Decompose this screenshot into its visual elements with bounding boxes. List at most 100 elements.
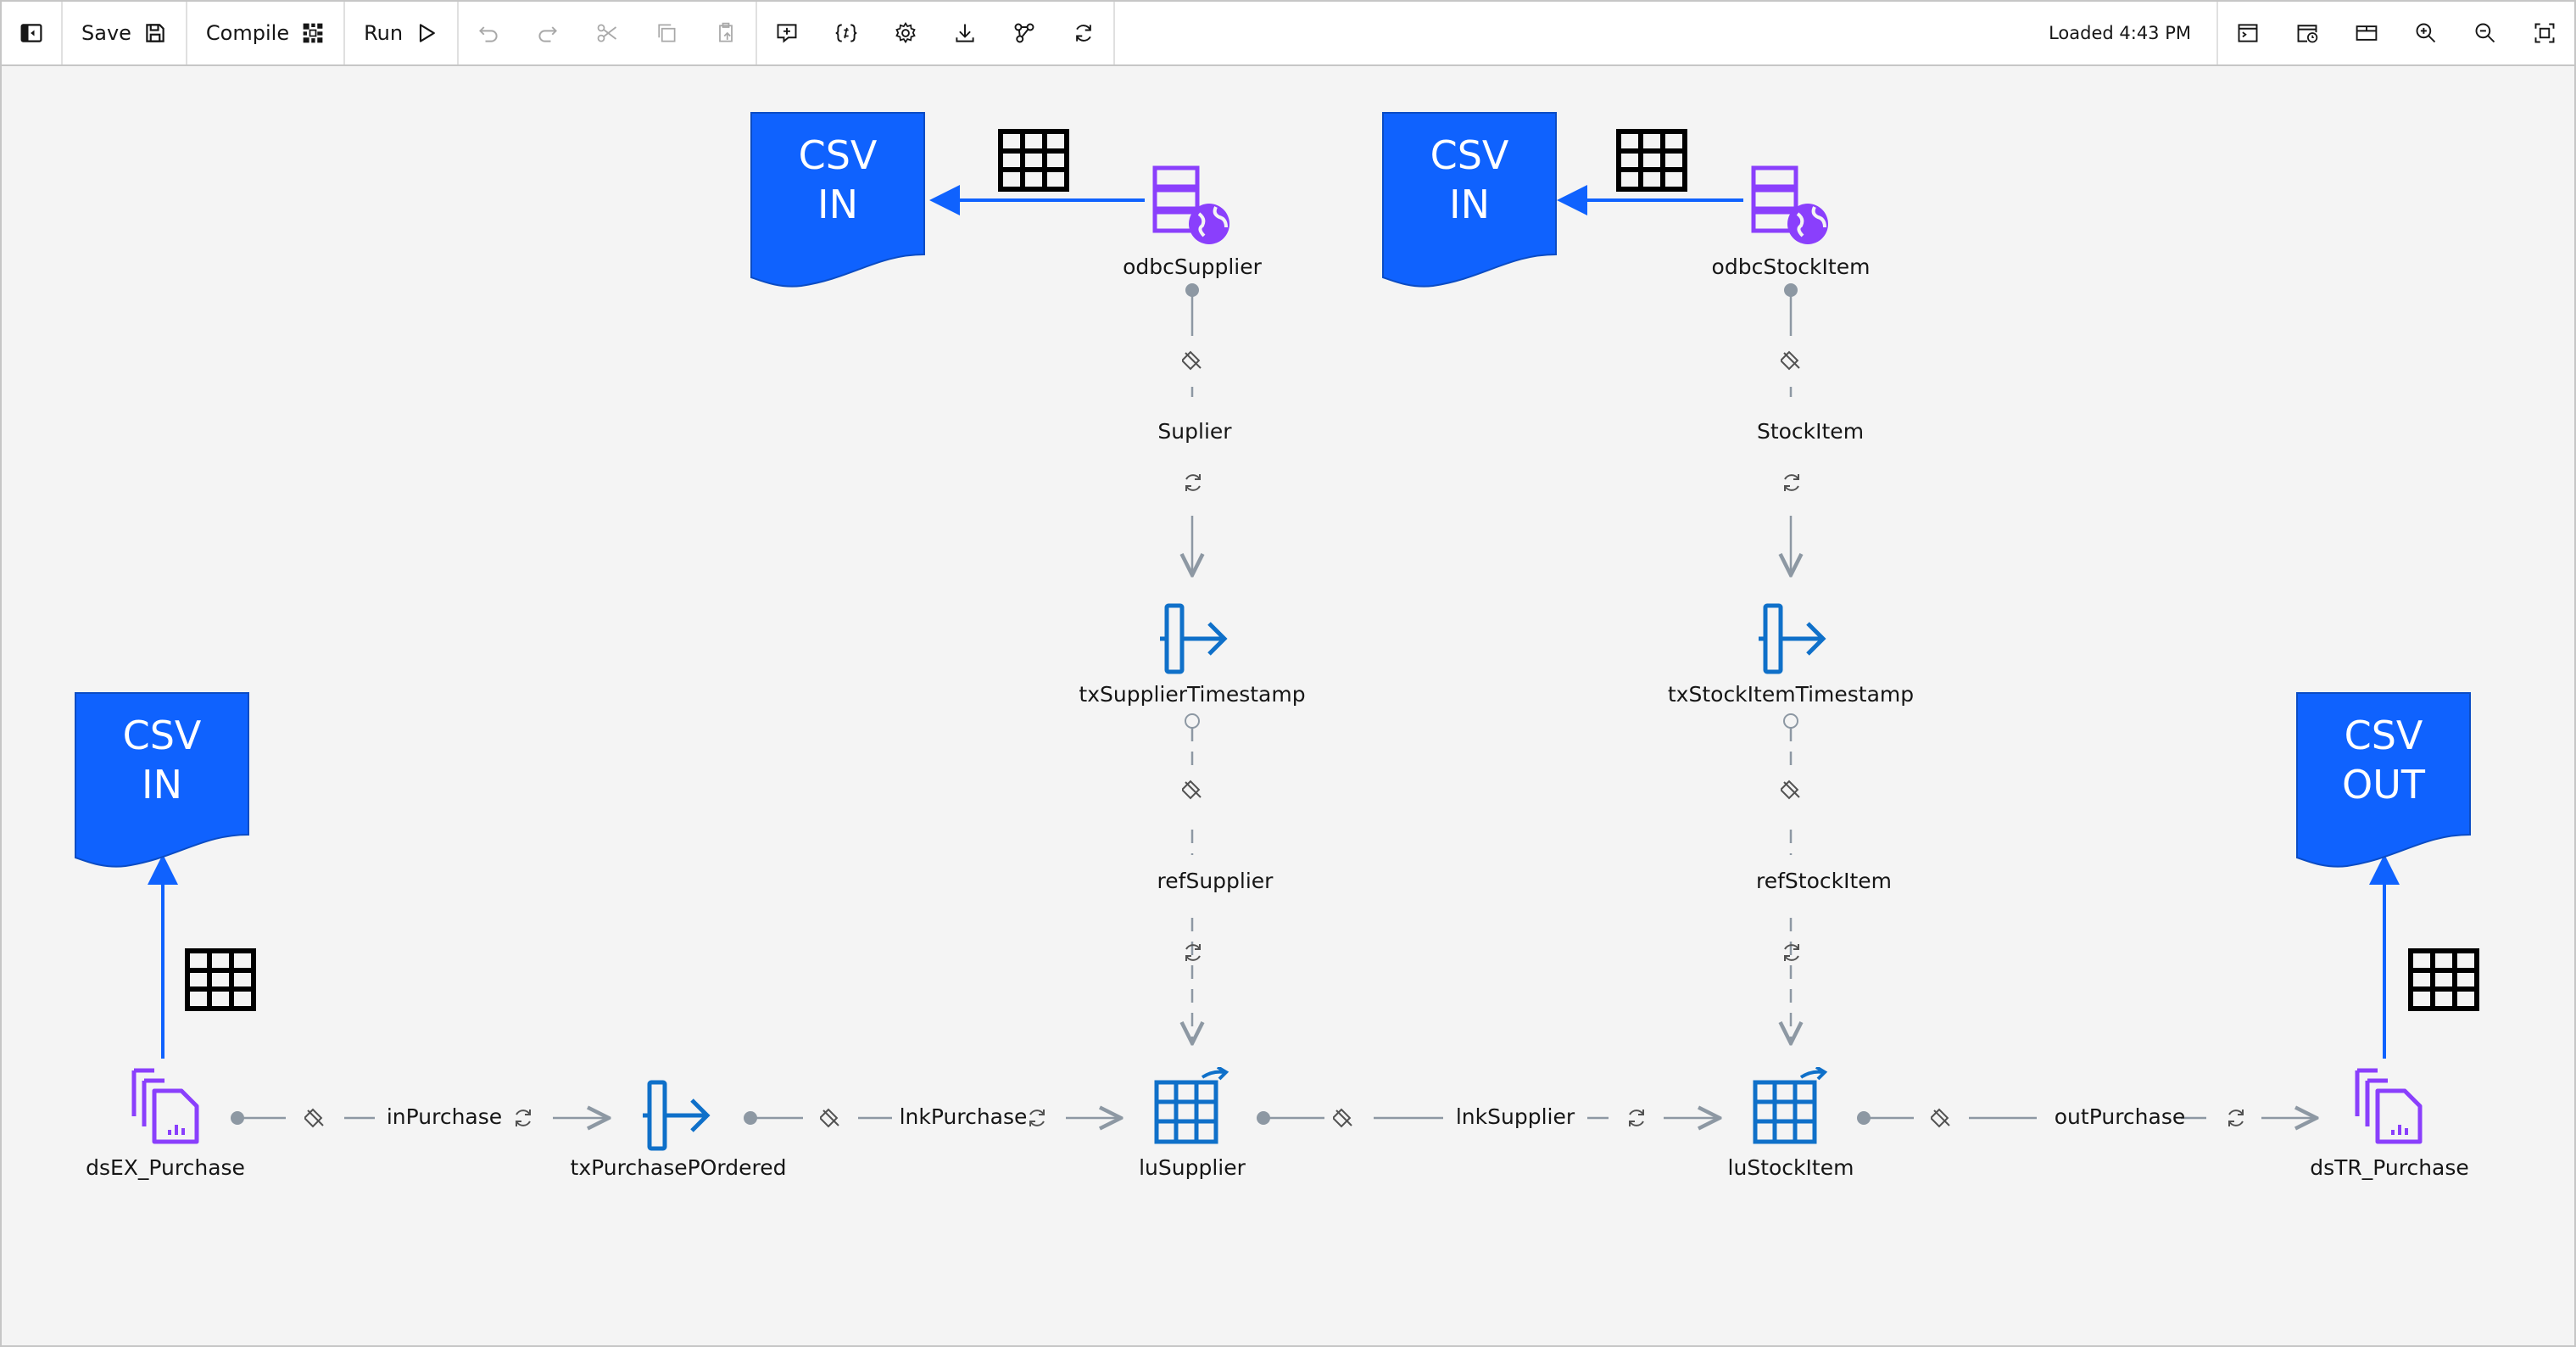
calendar-clock-icon (2297, 25, 2318, 43)
file-arrows (148, 185, 2400, 1059)
link-lnksupplier-line[interactable] (1257, 1111, 1720, 1125)
csv-file-shape (2296, 692, 2471, 868)
zoom-in-icon (2416, 23, 2436, 43)
stage-label-dsex-purchase[interactable]: dsEX_Purchase (86, 1155, 245, 1180)
toggle-minimap-button[interactable] (2337, 2, 2396, 64)
partition-icon[interactable] (1781, 779, 1803, 801)
dataset-stage-ex-purchase[interactable] (129, 1065, 205, 1147)
lookup-stage-stockitem[interactable] (1750, 1067, 1832, 1149)
refresh-button[interactable] (1054, 2, 1113, 64)
link-suplier-line[interactable] (1185, 283, 1199, 575)
refresh-icon[interactable] (2225, 1107, 2247, 1129)
add-comment-button[interactable] (757, 2, 817, 64)
csv-in-stockitem-file[interactable]: CSV IN (1382, 112, 1557, 290)
stage-label-txsuppliertimestamp[interactable]: txSupplierTimestamp (1079, 682, 1306, 707)
link-refstockitem-line[interactable] (1784, 713, 1798, 1043)
csv-direction-label: IN (1449, 182, 1490, 227)
stage-label-txstockitemtimestamp[interactable]: txStockItemTimestamp (1667, 682, 1915, 707)
refresh-icon[interactable] (1781, 942, 1803, 964)
cut-button[interactable] (577, 2, 637, 64)
odbc-database-globe-icon (1152, 165, 1229, 244)
refresh-icon[interactable] (1026, 1107, 1048, 1129)
table-grid-icon (1616, 129, 1687, 192)
csv-in-purchase-file[interactable]: CSV IN (75, 692, 249, 870)
link-label-outpurchase[interactable]: outPurchase (2054, 1104, 2186, 1129)
compile-button[interactable]: Compile (187, 2, 343, 64)
auto-arrange-button[interactable] (995, 2, 1054, 64)
csv-format-label: CSV (1430, 132, 1509, 178)
paste-icon (719, 22, 733, 42)
partition-icon[interactable] (1931, 1107, 1953, 1129)
refresh-icon[interactable] (1781, 472, 1803, 494)
link-label-refsupplier[interactable]: refSupplier (1157, 869, 1274, 893)
refresh-icon[interactable] (1182, 942, 1204, 964)
csv-file-shape (750, 112, 925, 288)
flow-arrange-icon (1014, 23, 1034, 43)
redo-button[interactable] (518, 2, 577, 64)
side-panel-icon (20, 24, 42, 42)
download-button[interactable] (935, 2, 995, 64)
csv-format-label: CSV (2344, 713, 2423, 758)
partition-icon[interactable] (820, 1107, 842, 1129)
run-button[interactable]: Run (345, 2, 457, 64)
link-label-suplier[interactable]: Suplier (1157, 419, 1232, 444)
csv-in-supplier-file[interactable]: CSV IN (750, 112, 925, 290)
copy-button[interactable] (637, 2, 696, 64)
partition-icon[interactable] (304, 1107, 326, 1129)
lookup-stage-supplier[interactable] (1151, 1067, 1233, 1149)
compile-icon (303, 23, 323, 43)
link-label-lnksupplier[interactable]: lnkSupplier (1455, 1104, 1575, 1129)
link-label-inpurchase[interactable]: inPurchase (386, 1104, 503, 1129)
odbc-supplier-stage[interactable] (1150, 165, 1235, 249)
partition-icon[interactable] (1182, 349, 1204, 372)
undo-button[interactable] (459, 2, 518, 64)
compile-label: Compile (205, 21, 290, 45)
transformer-stage-stockitem[interactable] (1755, 601, 1832, 677)
transformer-stage-purchase[interactable] (639, 1077, 716, 1154)
link-refsupplier-line[interactable] (1185, 713, 1199, 1043)
stage-label-odbcsupplier[interactable]: odbcSupplier (1123, 254, 1262, 279)
transformer-stage-supplier[interactable] (1157, 601, 1233, 677)
partition-icon[interactable] (1333, 1107, 1355, 1129)
stage-label-lustockitem[interactable]: luStockItem (1727, 1155, 1854, 1180)
parameter-icon (835, 24, 857, 42)
link-stockitem-line[interactable] (1784, 283, 1798, 575)
parameters-button[interactable] (817, 2, 876, 64)
refresh-icon[interactable] (1182, 472, 1204, 494)
stage-label-odbcstockitem[interactable]: odbcStockItem (1711, 254, 1871, 279)
save-icon (146, 24, 164, 42)
zoom-out-button[interactable] (2456, 2, 2515, 64)
csv-out-purchase-file[interactable]: CSV OUT (2296, 692, 2471, 870)
fit-to-screen-button[interactable] (2515, 2, 2574, 64)
table-grid-icon (185, 948, 256, 1011)
link-label-refstockitem[interactable]: refStockItem (1755, 869, 1893, 893)
paste-button[interactable] (696, 2, 756, 64)
save-button[interactable]: Save (63, 2, 186, 64)
stage-label-lusupplier[interactable]: luSupplier (1139, 1155, 1246, 1180)
settings-button[interactable] (876, 2, 935, 64)
job-schedule-button[interactable] (2278, 2, 2337, 64)
zoom-in-button[interactable] (2396, 2, 2456, 64)
link-inpurchase-line[interactable] (231, 1111, 609, 1125)
partition-icon[interactable] (1781, 349, 1803, 372)
link-label-lnkpurchase[interactable]: lnkPurchase (899, 1104, 1028, 1129)
link-label-stockitem[interactable]: StockItem (1756, 419, 1865, 444)
table-grid-icon (2408, 948, 2479, 1011)
refresh-icon[interactable] (1625, 1107, 1648, 1129)
refresh-icon[interactable] (512, 1107, 534, 1129)
odbc-stockitem-stage[interactable] (1748, 165, 1833, 249)
csv-file-shape (1382, 112, 1557, 288)
table-grid-icon (998, 129, 1069, 192)
link-lnkpurchase-line[interactable] (744, 1111, 1121, 1125)
refresh-icon (1076, 25, 1091, 42)
flow-canvas[interactable]: CSV IN CSV IN CSV IN (2, 66, 2574, 1345)
stage-label-txpurchasepordered[interactable]: txPurchasePOrdered (570, 1155, 787, 1180)
dataset-stage-tr-purchase[interactable] (2352, 1065, 2428, 1147)
link-outpurchase-line[interactable] (1857, 1111, 2317, 1125)
undo-icon (479, 26, 498, 42)
stage-label-dstr-purchase[interactable]: dsTR_Purchase (2310, 1155, 2469, 1180)
partition-icon[interactable] (1182, 779, 1204, 801)
show-log-button[interactable] (2218, 2, 2278, 64)
palette-toggle-button[interactable] (2, 2, 61, 64)
